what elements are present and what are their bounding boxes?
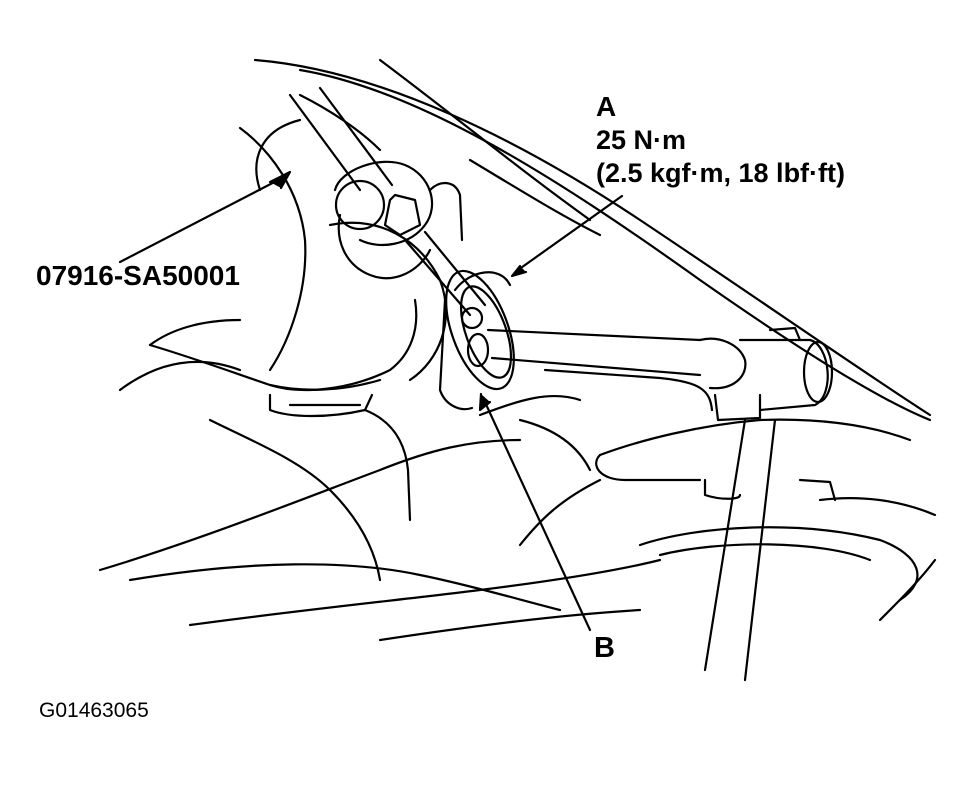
callout-a-torque-alt: (2.5 kgf·m, 18 lbf·ft) <box>596 158 846 188</box>
callout-a-torque: 25 N·m <box>596 125 687 155</box>
body-panel-outline <box>253 58 932 422</box>
lower-subframe <box>478 394 937 602</box>
callout-tool-number: 07916-SA50001 <box>36 260 240 291</box>
special-tool-wrench <box>288 86 487 330</box>
engine-housing <box>118 126 447 522</box>
leader-lines <box>118 170 624 632</box>
callout-b-letter: B <box>594 632 615 664</box>
bushing-assembly <box>438 269 515 411</box>
callout-a-letter: A <box>596 91 617 122</box>
background-contours <box>98 118 937 642</box>
figure-id: G01463065 <box>39 699 149 722</box>
stabilizer-link <box>486 326 834 682</box>
